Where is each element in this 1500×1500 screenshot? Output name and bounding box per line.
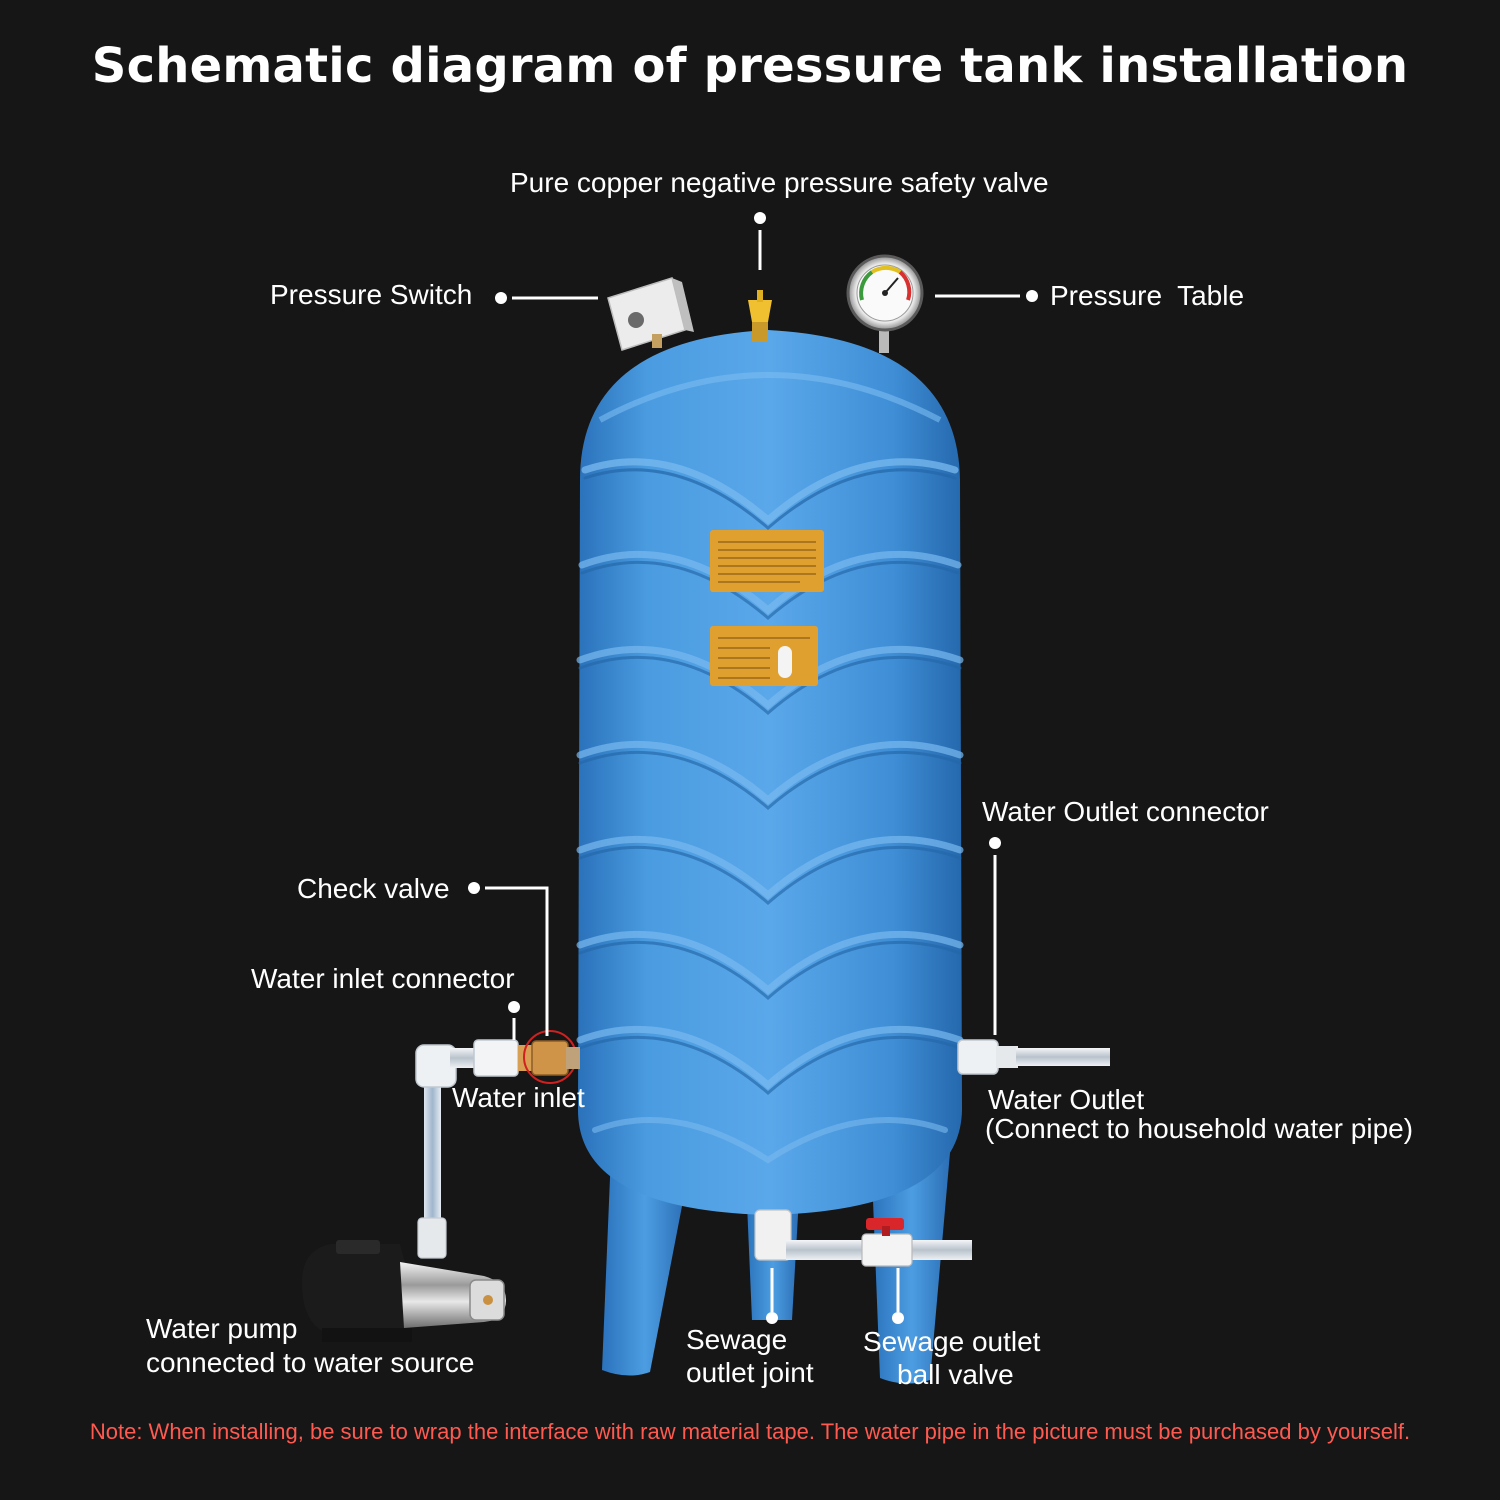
sewage-assembly <box>754 1209 972 1267</box>
label-outlet-connector: Water Outlet connector <box>982 796 1269 827</box>
safety-valve <box>748 290 772 342</box>
inlet-connector <box>473 1039 519 1077</box>
tank-body <box>576 330 964 1215</box>
outlet-connector <box>957 1039 999 1075</box>
installation-note: Note: When installing, be sure to wrap t… <box>89 1419 1411 1444</box>
tank-label-plates <box>710 530 824 686</box>
sewage-ball-valve <box>861 1233 913 1267</box>
label-pressure-switch: Pressure Switch <box>270 279 473 310</box>
outlet-assembly <box>957 1039 1110 1075</box>
label-sewage-joint: Sewage <box>686 1324 788 1355</box>
label-water-outlet: Water Outlet <box>988 1084 1145 1115</box>
leader-lines <box>468 212 1038 1324</box>
label-water-outlet-note: (Connect to household water pipe) <box>985 1113 1414 1144</box>
leader-sewage-joint <box>766 1268 778 1324</box>
pressure-gauge <box>846 254 924 353</box>
label-pressure-table: Pressure Table <box>1050 280 1245 311</box>
inlet-vertical-pipe <box>424 1075 441 1225</box>
water-pump <box>302 1217 506 1342</box>
leader-safety-valve <box>754 212 766 270</box>
inlet-assembly <box>415 1030 580 1225</box>
label-sewage-valve-line2: ball valve <box>897 1359 1014 1390</box>
leader-pressure-table <box>935 290 1038 302</box>
pressure-switch <box>607 277 694 351</box>
label-check-valve: Check valve <box>297 873 450 904</box>
label-safety-valve: Pure copper negative pressure safety val… <box>510 167 1049 198</box>
leader-inlet-connector <box>508 1001 520 1040</box>
label-inlet-connector: Water inlet connector <box>251 963 515 994</box>
leader-outlet-connector <box>989 837 1001 1035</box>
tank-wave-ridges <box>576 458 964 1164</box>
label-sewage-joint-line2: outlet joint <box>686 1357 814 1388</box>
diagram-title: Schematic diagram of pressure tank insta… <box>91 38 1409 94</box>
leader-check-valve <box>468 882 549 1036</box>
sewage-outlet-joint <box>754 1209 792 1261</box>
label-water-pump-source: connected to water source <box>146 1347 475 1378</box>
outlet-pipe <box>1016 1048 1110 1066</box>
leader-sewage-valve <box>892 1268 904 1324</box>
label-water-pump: Water pump <box>146 1313 298 1344</box>
label-water-inlet: Water inlet <box>452 1082 585 1113</box>
label-sewage-valve: Sewage outlet <box>863 1326 1041 1357</box>
check-valve <box>531 1040 569 1076</box>
leader-pressure-switch <box>495 292 598 304</box>
